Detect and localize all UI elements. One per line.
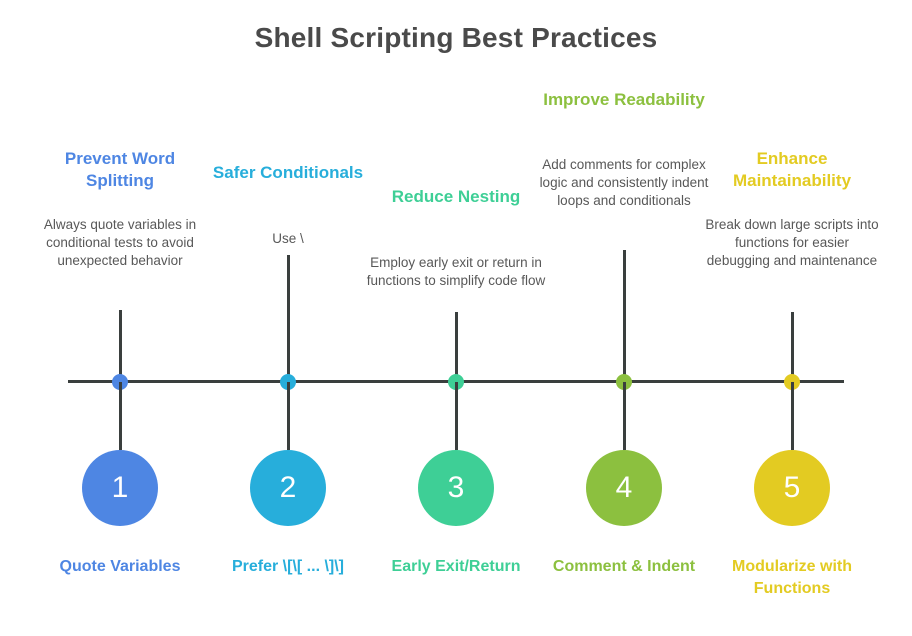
step-number-circle[interactable]: 3 — [418, 450, 494, 526]
step-label: Prefer \[\[ ... \]\] — [231, 558, 344, 575]
step-description: Use \ — [272, 231, 304, 246]
step-number-circle[interactable]: 5 — [754, 450, 830, 526]
step-description: Employ early exit or return in functions… — [366, 255, 546, 289]
step-description: Always quote variables in conditional te… — [43, 217, 197, 269]
step-heading: Safer Conditionals — [212, 163, 364, 182]
step-stem-up — [455, 312, 458, 380]
step-number-circle[interactable]: 2 — [250, 450, 326, 526]
step-stem-up — [623, 250, 626, 380]
step-stem-up — [287, 255, 290, 380]
step-label: Comment & Indent — [552, 558, 696, 575]
step-description: Add comments for complex logic and consi… — [539, 157, 709, 209]
step-number-circle[interactable]: 1 — [82, 450, 158, 526]
step-label: Quote Variables — [59, 558, 181, 575]
step-number-circle[interactable]: 4 — [586, 450, 662, 526]
step-heading: Improve Readability — [543, 90, 705, 109]
step-stem-down — [623, 382, 626, 450]
step-stem-down — [287, 382, 290, 450]
step-stem-down — [791, 382, 794, 450]
step-heading: Prevent Word Splitting — [64, 149, 176, 190]
step-description: Break down large scripts into functions … — [705, 217, 879, 269]
step-label: Modularize with Functions — [732, 558, 852, 597]
step-stem-down — [119, 382, 122, 450]
step-label: Early Exit/Return — [391, 558, 521, 575]
step-stem-up — [119, 310, 122, 380]
step-heading: Enhance Maintainability — [732, 149, 852, 190]
step-heading: Reduce Nesting — [391, 187, 521, 206]
page-title: Shell Scripting Best Practices — [254, 22, 658, 53]
step-stem-down — [455, 382, 458, 450]
step-stem-up — [791, 312, 794, 380]
